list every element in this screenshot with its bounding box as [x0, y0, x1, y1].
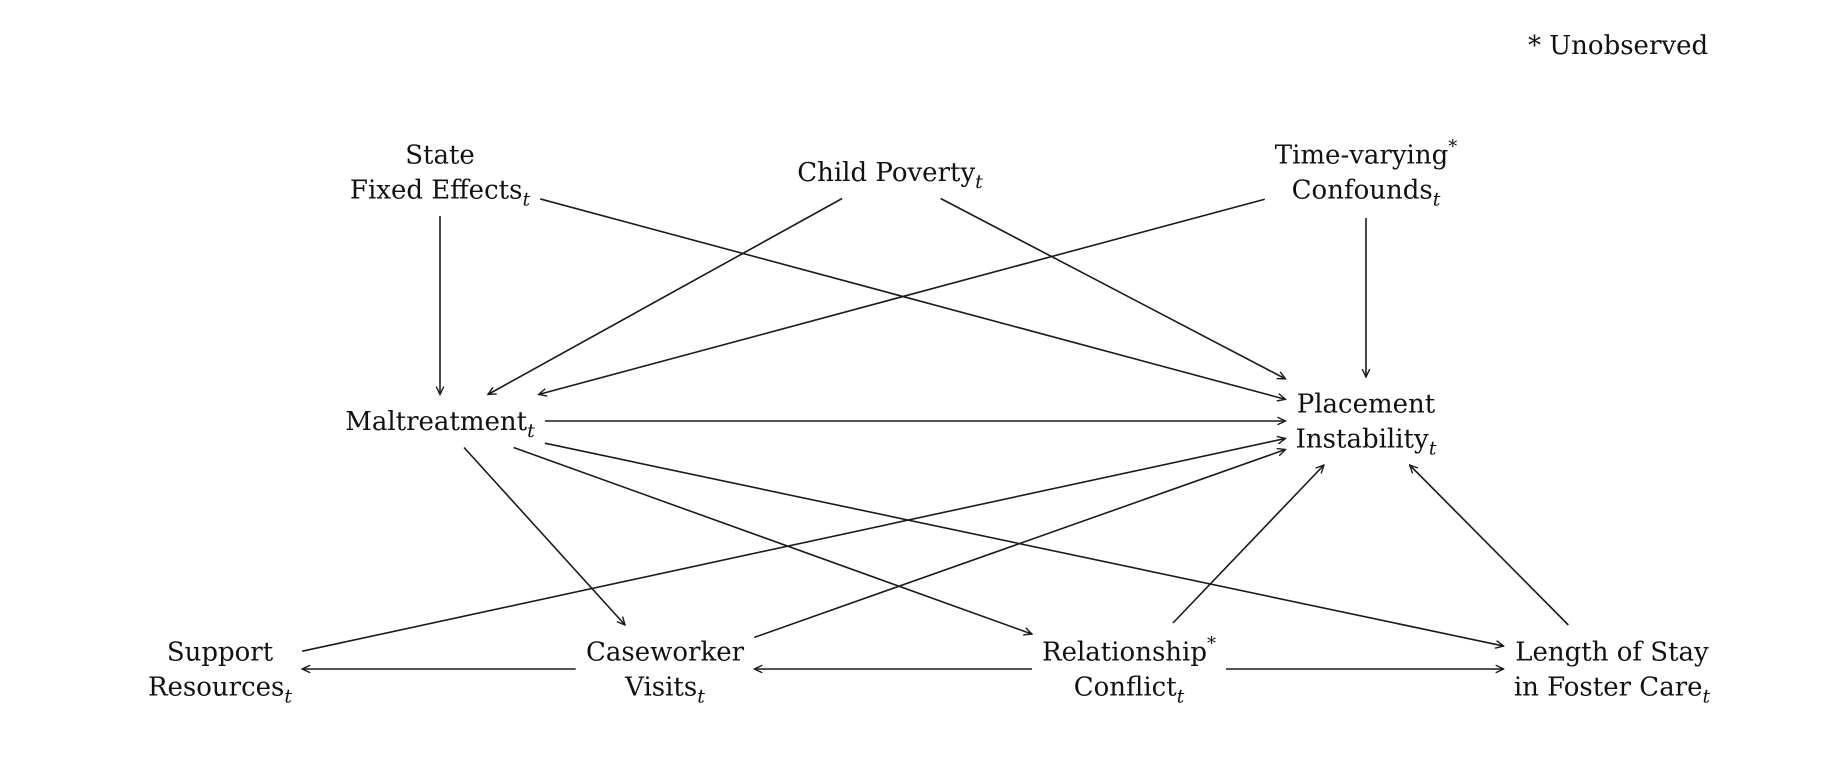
- node-maltreatment-line-1: Maltreatmentt: [345, 407, 535, 442]
- subscript-t: t: [697, 686, 705, 708]
- subscript-t: t: [1703, 686, 1711, 708]
- node-confounds: Time-varying* Confoundst: [1275, 137, 1458, 211]
- node-state-line-2: Fixed Effectst: [350, 176, 531, 211]
- node-state-line-1: State: [405, 141, 475, 171]
- subscript-t: t: [975, 171, 983, 193]
- edges: [302, 197, 1569, 670]
- edge-state-to-placement: [540, 198, 1285, 399]
- legend-unobserved: * Unobserved: [1528, 31, 1708, 61]
- edge-maltreatment-to-stay: [544, 442, 1504, 646]
- node-conflict-line-2: Conflictt: [1074, 673, 1185, 708]
- edge-maltreatment-to-caseworker: [463, 446, 625, 626]
- node-support-line-2: Resourcest: [148, 673, 292, 708]
- node-caseworker-line-1: Caseworker: [586, 638, 745, 668]
- superscript-unobserved-mark: *: [1207, 634, 1216, 655]
- node-conflict-line-1: Relationship*: [1042, 634, 1216, 668]
- subscript-t: t: [1433, 189, 1441, 211]
- subscript-t: t: [284, 686, 292, 708]
- node-conflict: Relationship* Conflictt: [1042, 634, 1216, 708]
- node-maltreatment: Maltreatmentt: [345, 407, 535, 442]
- subscript-t: t: [527, 420, 535, 442]
- node-support-line-1: Support: [167, 638, 274, 668]
- node-confounds-line-1: Time-varying*: [1275, 137, 1458, 171]
- subscript-t: t: [1177, 686, 1185, 708]
- node-poverty-line-1: Child Povertyt: [797, 158, 983, 193]
- node-poverty: Child Povertyt: [797, 158, 983, 193]
- subscript-t: t: [1429, 438, 1437, 460]
- edge-stay-to-placement: [1410, 465, 1569, 626]
- edge-poverty-to-placement: [940, 197, 1286, 379]
- subscript-t: t: [522, 189, 530, 211]
- node-stay-line-1: Length of Stay: [1515, 638, 1709, 668]
- edge-confounds-to-maltreatment: [539, 198, 1265, 394]
- node-confounds-line-2: Confoundst: [1292, 176, 1441, 211]
- edge-maltreatment-to-conflict: [513, 446, 1032, 635]
- edge-conflict-to-placement: [1172, 465, 1324, 624]
- edge-caseworker-to-placement: [754, 449, 1285, 639]
- edge-support-to-placement: [302, 438, 1285, 652]
- node-stay: Length of Stay in Foster Caret: [1514, 638, 1711, 708]
- superscript-unobserved-mark: *: [1448, 137, 1457, 158]
- node-caseworker-line-2: Visitst: [624, 673, 705, 708]
- node-stay-line-2: in Foster Caret: [1514, 673, 1711, 708]
- node-placement-line-1: Placement: [1297, 390, 1436, 420]
- edge-poverty-to-maltreatment: [488, 197, 843, 395]
- node-placement-line-2: Instabilityt: [1296, 425, 1437, 460]
